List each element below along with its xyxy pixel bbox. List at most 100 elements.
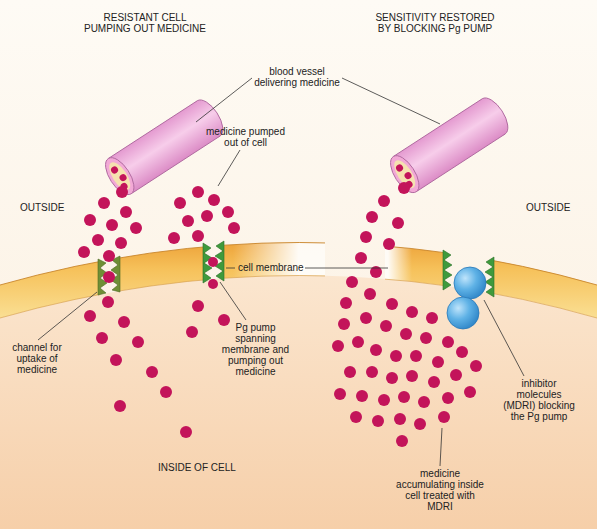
medicine-dot: [192, 230, 204, 242]
callout-label: medicine accumulating inside cell treate…: [392, 468, 488, 512]
medicine-dot: [360, 231, 372, 243]
medicine-dot: [372, 415, 384, 427]
medicine-dot: [116, 186, 128, 198]
medicine-dot: [120, 206, 132, 218]
medicine-dot: [106, 219, 118, 231]
vessel-body: [393, 99, 505, 192]
medicine-dot: [208, 257, 218, 267]
medicine-dot: [352, 336, 364, 348]
medicine-dot: [180, 426, 192, 438]
medicine-dot: [168, 232, 180, 244]
leader-lines: [38, 78, 524, 466]
medicine-dot: [366, 366, 378, 378]
medicine-dot: [418, 396, 430, 408]
vessel-opening: [100, 153, 140, 199]
medicine-dot: [438, 411, 450, 423]
membrane-edge: [0, 243, 597, 286]
medicine-dot: [338, 318, 350, 330]
medicine-dot: [103, 271, 115, 283]
medicine-dot: [114, 400, 126, 412]
medicine-dot: [364, 288, 376, 300]
medicine-dot: [392, 217, 404, 229]
medicine-dot: [186, 326, 198, 338]
medicine-dot: [420, 332, 432, 344]
medicine-dot: [130, 222, 142, 234]
medicine-dot: [370, 344, 382, 356]
inhibitor-molecule: [447, 297, 479, 329]
medicine-dot: [201, 210, 213, 222]
callout-label: medicine pumped out of cell: [203, 126, 288, 148]
medicine-dot: [432, 356, 444, 368]
cell-membrane: [0, 243, 597, 319]
vessel-outline: [131, 136, 220, 194]
medicine-dot: [102, 296, 114, 308]
membrane-band: [0, 243, 597, 319]
inhibitor-molecule: [454, 267, 486, 299]
leader-line: [484, 300, 524, 376]
region-label: OUTSIDE: [526, 202, 570, 213]
medicine-dot: [350, 411, 362, 423]
callout-label: inhibitor molecules (MDRI) blocking the …: [500, 378, 578, 422]
medicine-dot: [395, 163, 405, 173]
medicine-dot: [96, 332, 108, 344]
medicine-dot: [84, 310, 96, 322]
medicine-dot: [403, 171, 413, 181]
medicine-dot: [406, 306, 418, 318]
medicine-dot: [78, 246, 90, 258]
vessel-body: [108, 101, 220, 194]
medicine-dot: [110, 354, 122, 366]
medicine-dot: [332, 340, 344, 352]
blood-vessel: [100, 95, 229, 199]
medicine-dot: [442, 392, 454, 404]
vessel-outline: [108, 101, 197, 159]
medicine-dot: [396, 435, 408, 447]
medicine-dot: [414, 418, 426, 430]
region-label: OUTSIDE: [20, 202, 64, 213]
medicine-dot: [192, 300, 204, 312]
medicine-dot: [118, 173, 128, 183]
medicine-dot: [450, 369, 462, 381]
medicine-dot: [92, 234, 104, 246]
cell-interior: [0, 276, 597, 529]
medicine-dot: [208, 279, 218, 289]
pg-pump: [443, 250, 452, 290]
medicine-dot: [400, 328, 412, 340]
vessel-opening: [385, 151, 425, 197]
medicine-dot: [456, 346, 468, 358]
callout-label: cell membrane: [238, 262, 304, 273]
medicine-dot: [426, 312, 438, 324]
medicine-dot: [378, 195, 390, 207]
pg-pump: [485, 257, 494, 297]
region-label: INSIDE OF CELL: [158, 462, 236, 473]
medicine-dot: [386, 372, 398, 384]
medicine-dot: [118, 316, 130, 328]
heading-label: SENSITIVITY RESTORED BY BLOCKING Pg PUMP: [371, 12, 499, 34]
vessel-outline: [416, 134, 505, 192]
leader-line: [440, 428, 442, 466]
medicine-dot: [84, 214, 96, 226]
leader-line: [220, 282, 246, 320]
medicine-dot: [222, 206, 234, 218]
membrane-cut-highlight: [0, 243, 597, 319]
callout-label: blood vessel delivering medicine: [251, 66, 343, 88]
medicine-dot: [174, 197, 186, 209]
medicine-dot: [394, 413, 406, 425]
medicine-dot: [410, 350, 422, 362]
medicine-dot: [386, 298, 398, 310]
medicine-dot: [464, 386, 476, 398]
medicine-dot: [103, 250, 115, 262]
blood-vessel: [385, 93, 514, 197]
medicine-dot: [398, 182, 410, 194]
medicine-dot: [160, 386, 172, 398]
medicine-dots: [332, 182, 482, 447]
leader-line: [38, 292, 97, 340]
medicine-dot: [208, 194, 220, 206]
medicine-dot: [390, 350, 402, 362]
medicine-dot: [146, 366, 158, 378]
medicine-dot: [115, 237, 127, 249]
medicine-dot: [442, 336, 454, 348]
medicine-dot: [340, 297, 352, 309]
medicine-dot: [366, 211, 378, 223]
leader-line: [218, 150, 240, 186]
